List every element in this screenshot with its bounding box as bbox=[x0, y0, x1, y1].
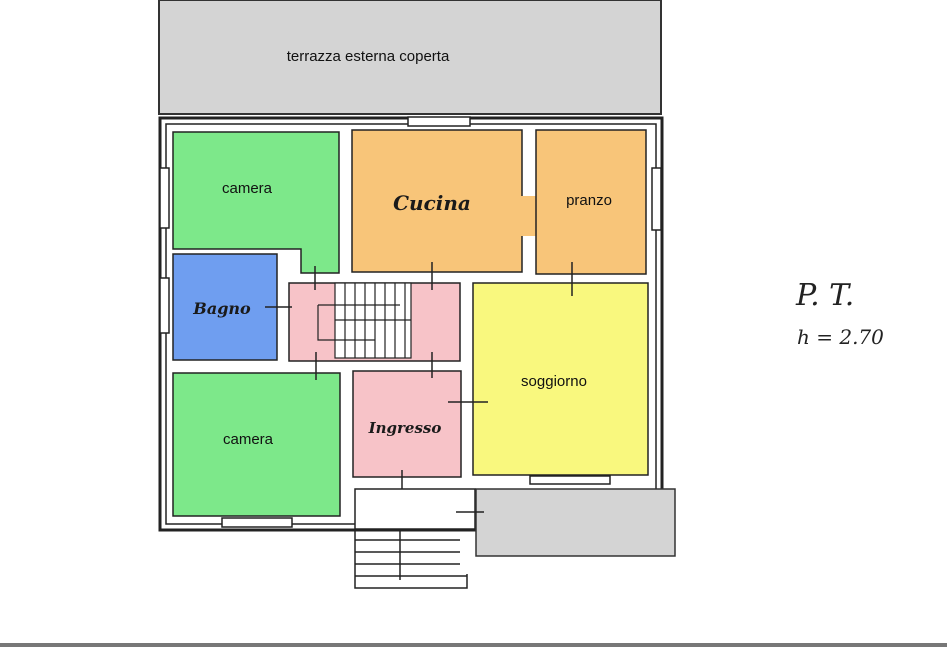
entry-steps bbox=[354, 529, 468, 589]
door-markers bbox=[265, 262, 573, 500]
bathroom-area bbox=[172, 253, 278, 361]
kitchen-dining-opening bbox=[520, 196, 538, 236]
entrance-area bbox=[352, 370, 462, 478]
bottom-frame-line bbox=[0, 643, 947, 647]
window-left-top bbox=[159, 167, 170, 229]
bedroom-bottom-area bbox=[172, 372, 341, 517]
terrace-top-area bbox=[158, 0, 662, 115]
porch-area bbox=[354, 488, 476, 530]
kitchen-label: Cucina bbox=[393, 191, 471, 215]
window-living-bottom bbox=[529, 475, 611, 485]
window-top bbox=[407, 116, 471, 127]
window-right-top bbox=[651, 167, 662, 231]
window-bottom-left bbox=[221, 517, 293, 528]
bathroom-label: Bagno bbox=[192, 299, 251, 318]
dining-area bbox=[535, 129, 647, 275]
floor-note: P. T. bbox=[795, 278, 854, 313]
height-note: h = 2.70 bbox=[797, 325, 884, 349]
living-label: soggiorno bbox=[521, 373, 587, 390]
window-left-bottom bbox=[159, 277, 170, 334]
bedroom-bottom-label: camera bbox=[223, 431, 274, 448]
kitchen-area bbox=[351, 129, 523, 273]
bedroom-top-area bbox=[172, 131, 340, 274]
dining-label: pranzo bbox=[566, 192, 612, 209]
living-area bbox=[472, 282, 649, 476]
bedroom-top-label: camera bbox=[222, 180, 273, 197]
terrace-top-label: terrazza esterna coperta bbox=[287, 48, 450, 65]
staircase-icon bbox=[317, 282, 412, 359]
terrace-bottom-area bbox=[475, 488, 676, 557]
entrance-label: Ingresso bbox=[368, 419, 442, 437]
